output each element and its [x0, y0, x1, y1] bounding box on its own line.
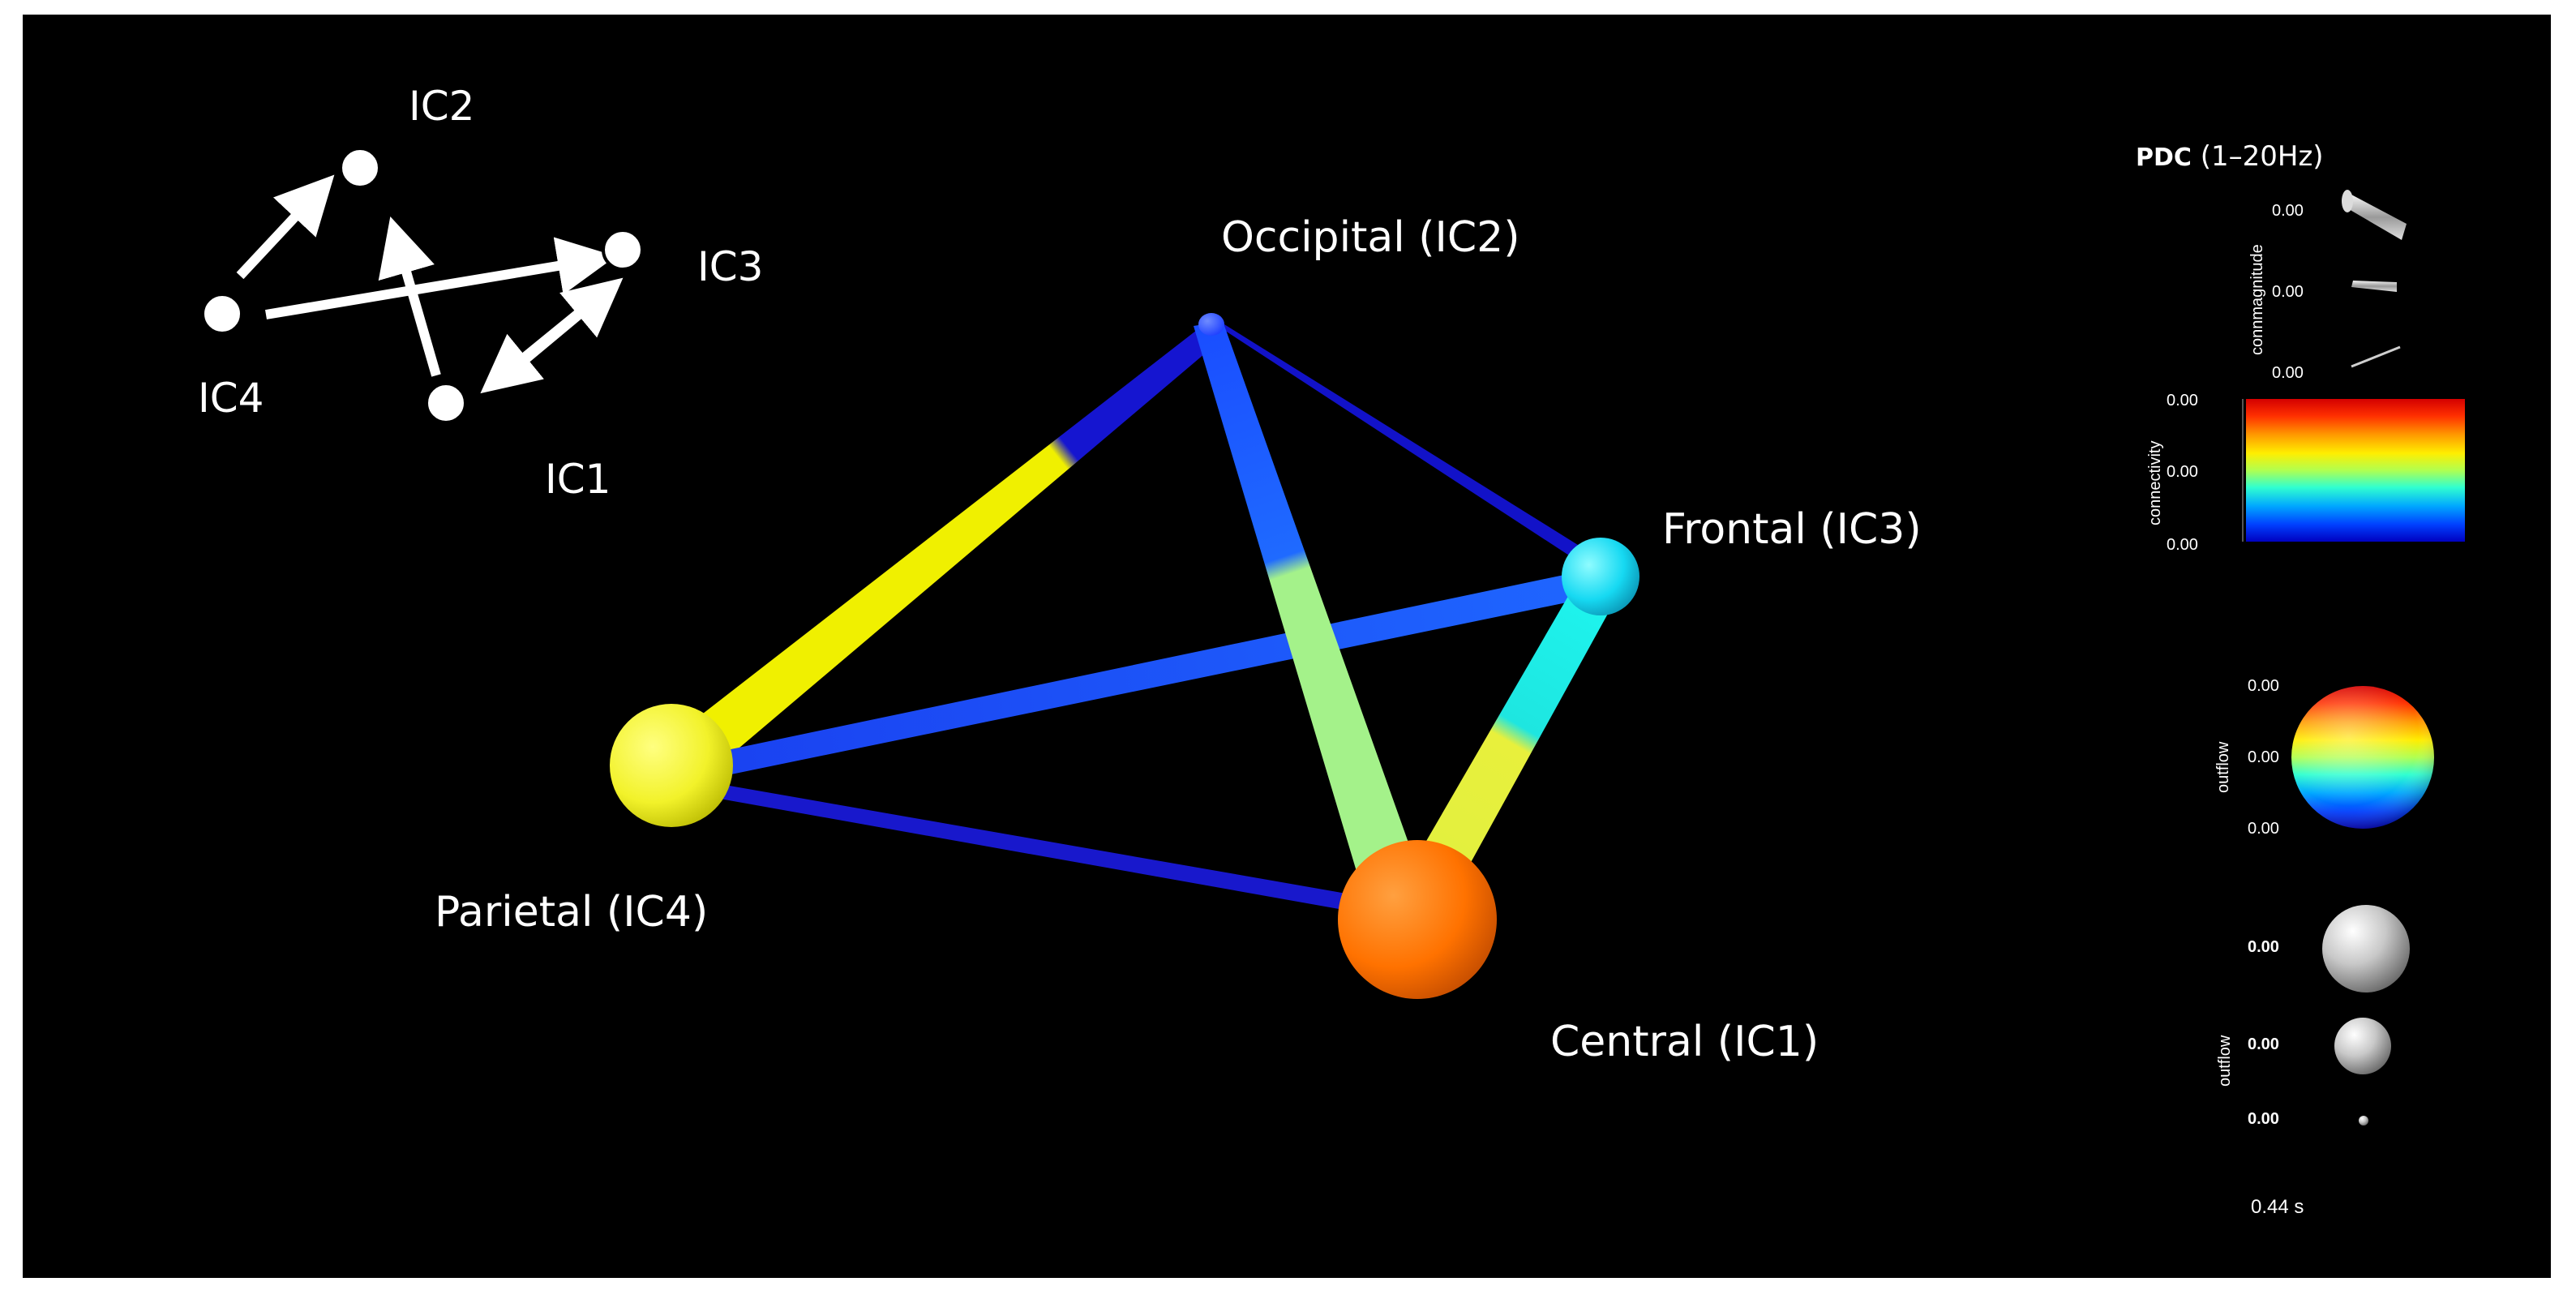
connectivity-tick-0: 0.00 [2167, 392, 2198, 409]
visualization-canvas: IC2 IC3 IC4 IC1 Occipital (IC2) Frontal … [23, 15, 2551, 1278]
inset-node-ic3 [602, 229, 644, 271]
edge-parietal-central [688, 778, 1356, 911]
outflow-color-label: outflow [2214, 741, 2232, 793]
outflow-color-tick-0: 0.00 [2248, 677, 2279, 695]
edge-frontal-central [1411, 582, 1622, 874]
edge-occipital-central [1194, 321, 1417, 874]
sphere-small-icon [2359, 1116, 2368, 1125]
connmagnitude-label: connmagnitude [2248, 244, 2266, 355]
inset-edge-ic1-ic2 [378, 216, 441, 377]
inset-label-ic4: IC4 [198, 375, 264, 422]
cylinder-thin-icon [2351, 345, 2401, 368]
sphere-medium-icon [2334, 1018, 2391, 1074]
connectivity-tick-1: 0.00 [2167, 463, 2198, 481]
legend-title-bold: PDC [2136, 144, 2192, 172]
connectivity-tick-2: 0.00 [2167, 536, 2198, 554]
edge-parietal-frontal [684, 568, 1602, 783]
connmagnitude-legend: connmagnitude 0.00 0.00 0.00 [2248, 190, 2407, 382]
node-central [1338, 840, 1497, 999]
inset-edges [236, 174, 624, 394]
outflow-color-sphere-shade-icon [2291, 686, 2434, 829]
inset-edge-ic4-ic2 [236, 174, 335, 280]
connmagnitude-tick-0: 0.00 [2272, 202, 2304, 220]
inset-node-ic4 [201, 293, 243, 335]
edge-occipital-frontal [1211, 316, 1591, 564]
label-occipital: Occipital (IC2) [1221, 213, 1520, 262]
network-edges [663, 316, 1622, 911]
connmagnitude-tick-2: 0.00 [2272, 364, 2304, 382]
legend-title-rest: (1–20Hz) [2192, 140, 2324, 173]
time-readout: 0.44 s [2251, 1196, 2304, 1218]
outflow-size-legend: outflow 0.00 0.00 0.00 [2216, 905, 2410, 1128]
outflow-size-tick-2: 0.00 [2248, 1110, 2279, 1128]
inset-label-ic1: IC1 [545, 456, 611, 503]
connectivity-label: connectivity [2146, 441, 2164, 526]
inset-node-ic1 [425, 382, 467, 424]
node-frontal [1562, 538, 1639, 615]
outflow-size-label: outflow [2216, 1035, 2234, 1087]
connmagnitude-tick-1: 0.00 [2272, 283, 2304, 301]
cylinder-large-icon [2343, 195, 2407, 240]
label-parietal: Parietal (IC4) [435, 888, 708, 937]
network-labels: Occipital (IC2) Frontal (IC3) Parietal (… [435, 213, 1922, 1066]
inset-label-ic2: IC2 [409, 83, 474, 130]
connectivity-legend: connectivity 0.00 0.00 0.00 [2146, 392, 2465, 554]
inset-label-ic3: IC3 [697, 243, 763, 290]
legend: PDC (1–20Hz) connmagnitude 0.00 0.00 0.0… [2136, 140, 2465, 1218]
network-nodes [610, 313, 1639, 999]
label-frontal: Frontal (IC3) [1662, 505, 1922, 554]
sphere-large-icon [2322, 905, 2410, 992]
outflow-color-tick-1: 0.00 [2248, 748, 2279, 766]
connectivity-figure: IC2 IC3 IC4 IC1 Occipital (IC2) Frontal … [198, 83, 2465, 1218]
inset-edge-ic3-ic1 [480, 294, 600, 394]
outflow-color-tick-2: 0.00 [2248, 820, 2279, 838]
cylinder-medium-icon [2351, 281, 2397, 292]
outflow-size-tick-1: 0.00 [2248, 1035, 2279, 1053]
outflow-size-tick-0: 0.00 [2248, 938, 2279, 956]
label-central: Central (IC1) [1550, 1018, 1819, 1066]
cylinder-large-cap-icon [2342, 190, 2353, 212]
legend-title: PDC (1–20Hz) [2136, 140, 2324, 173]
outflow-color-legend: outflow 0.00 0.00 0.00 [2214, 677, 2434, 838]
node-parietal [610, 704, 733, 827]
node-occipital [1198, 313, 1224, 336]
inset-edge-ic4-ic3 [265, 237, 616, 319]
edge-parietal-occipital [663, 316, 1226, 797]
connectivity-colorbar [2246, 399, 2465, 542]
inset-diagram: IC2 IC3 IC4 IC1 [198, 83, 763, 503]
inset-node-ic2 [339, 147, 381, 189]
